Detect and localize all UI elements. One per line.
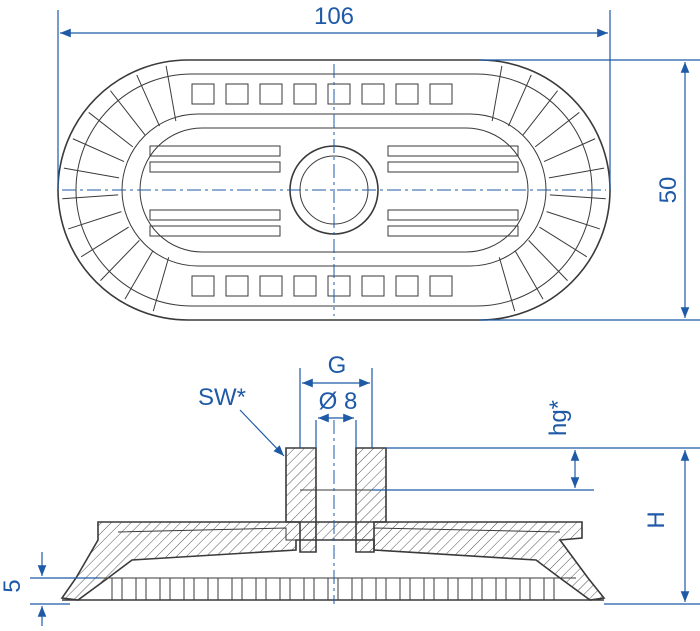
bottom-ribs (111, 577, 555, 601)
radial-rib (548, 167, 605, 179)
support-rib (543, 577, 555, 601)
slot-top (259, 83, 283, 105)
rib-bar-left (149, 145, 281, 157)
support-rib (327, 577, 339, 601)
support-rib (183, 577, 195, 601)
support-rib (231, 577, 243, 601)
slot-top (429, 83, 453, 105)
slot-bottom (361, 275, 385, 297)
side-view-section: G Ø 8 SW* hg* H 5 (0, 352, 700, 626)
radial-rib (514, 250, 544, 300)
slot-top (225, 83, 249, 105)
radial-rib (62, 194, 119, 200)
wrench-leader (239, 409, 285, 457)
radial-rib (508, 74, 532, 127)
slot-top (395, 83, 419, 105)
radial-rib (522, 90, 558, 136)
radial-rib (110, 90, 146, 136)
radial-rib (80, 226, 129, 258)
support-rib (423, 577, 435, 601)
radial-rib (136, 74, 160, 127)
slot-bottom (327, 275, 351, 297)
slot-bottom (293, 275, 317, 297)
width-dimension-label: 50 (655, 177, 682, 204)
radial-rib (539, 226, 588, 258)
slot-top (327, 83, 351, 105)
hg-label: hg* (545, 400, 572, 436)
support-rib (447, 577, 459, 601)
rib-bar-left (149, 161, 281, 173)
radial-rib (124, 250, 154, 300)
radial-rib (498, 257, 516, 312)
rib-bar-right (387, 209, 519, 221)
wrench-label: SW* (198, 384, 246, 411)
height-label: H (643, 511, 670, 528)
slot-bottom (225, 275, 249, 297)
length-dimension-label: 106 (314, 3, 354, 30)
radial-rib (491, 65, 503, 122)
support-rib (519, 577, 531, 601)
slot-top (293, 83, 317, 105)
thread-label: G (328, 352, 347, 379)
slot-top (191, 83, 215, 105)
radial-rib (100, 240, 140, 281)
support-rib (375, 577, 387, 601)
radial-ribs (62, 65, 606, 312)
support-rib (471, 577, 483, 601)
support-rib (399, 577, 411, 601)
top-view: 106 50 (57, 3, 700, 321)
plate-cavity (117, 527, 561, 541)
bore-label: Ø 8 (319, 388, 358, 415)
radial-rib (543, 138, 596, 162)
support-rib (135, 577, 147, 601)
radial-rib (152, 257, 170, 312)
rib-bar-left (149, 209, 281, 221)
radial-rib (72, 138, 125, 162)
radial-rib (63, 167, 120, 179)
radial-rib (549, 194, 606, 200)
slot-bottom (429, 275, 453, 297)
support-rib (495, 577, 507, 601)
radial-rib (88, 112, 134, 148)
slot-grid (149, 83, 519, 297)
support-rib (111, 577, 123, 601)
support-rib (255, 577, 267, 601)
slot-bottom (191, 275, 215, 297)
radial-rib (534, 112, 580, 148)
support-rib (303, 577, 315, 601)
support-rib (207, 577, 219, 601)
rib-bar-right (387, 145, 519, 157)
radial-rib (68, 211, 122, 230)
plate-section (60, 521, 606, 601)
slot-bottom (259, 275, 283, 297)
radial-rib (546, 211, 600, 230)
support-rib (279, 577, 291, 601)
slot-bottom (395, 275, 419, 297)
rib-bar-right (387, 161, 519, 173)
slot-top (361, 83, 385, 105)
lip-label: 5 (0, 579, 26, 592)
rib-bar-left (149, 225, 281, 237)
radial-rib (165, 65, 177, 122)
rib-bar-right (387, 225, 519, 237)
support-rib (159, 577, 171, 601)
radial-rib (528, 240, 568, 281)
support-rib (351, 577, 363, 601)
